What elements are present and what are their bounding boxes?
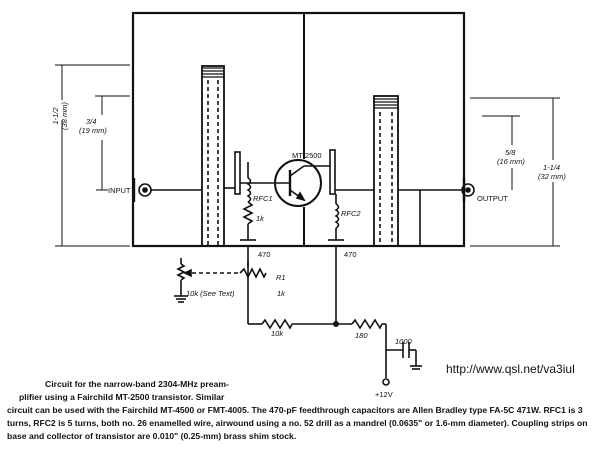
cap-470-left-label: 470 (258, 250, 271, 259)
dim-right-total-label: 1-1/4 (543, 163, 560, 172)
r-180-label: 180 (355, 331, 368, 340)
r-1k-label: 1k (256, 214, 265, 223)
dim-left-inner-label: 3/4 (86, 117, 96, 126)
base-coupling-strip (234, 151, 241, 195)
dim-left-inner-mm-label: (19 mm) (79, 126, 107, 135)
dim-right-inner-mm-label: (16 mm) (497, 157, 525, 166)
supply-label: +12V (375, 390, 393, 399)
dimension-markers (55, 64, 560, 247)
caption-line-1: Circuit for the narrow-band 2304-MHz pre… (45, 379, 229, 389)
r1-value-label: 1k (277, 289, 286, 298)
rfc1-label: RFC1 (253, 194, 273, 203)
caption-body: circuit can be used with the Fairchild M… (7, 405, 588, 442)
r1-label: R1 (276, 273, 286, 282)
right-cavity-line (373, 95, 399, 247)
dim-left-total-mm-label: (38 mm) (60, 102, 69, 130)
cap-1000-label: 1000 (395, 337, 413, 346)
left-cavity-line (201, 65, 225, 247)
input-connector (132, 178, 202, 202)
rfc1-chain (240, 162, 256, 262)
transistor-label: MT-2500 (292, 151, 322, 160)
collector-coupling-strip (329, 149, 336, 195)
dim-right-inner-label: 5/8 (505, 148, 516, 157)
dim-right-total-mm-label: (32 mm) (538, 172, 566, 181)
rfc2-label: RFC2 (341, 209, 361, 218)
enclosure-outline (131, 11, 466, 248)
dim-left-total-label: 1-1/2 (51, 107, 60, 125)
output-connector (398, 178, 475, 246)
output-label: OUTPUT (477, 194, 508, 203)
source-url: http://www.qsl.net/va3iul (446, 362, 575, 376)
r-10k-label: 10k (271, 329, 284, 338)
cap-470-right-label: 470 (344, 250, 357, 259)
transistor-symbol (240, 159, 330, 207)
bias-network (174, 258, 422, 386)
rfc2-chain (328, 194, 344, 324)
caption-line-2: plifier using a Fairchild MT-2500 transi… (19, 392, 225, 402)
pot-label: 10k (See Text) (186, 289, 235, 298)
input-label: INPUT (108, 186, 131, 195)
